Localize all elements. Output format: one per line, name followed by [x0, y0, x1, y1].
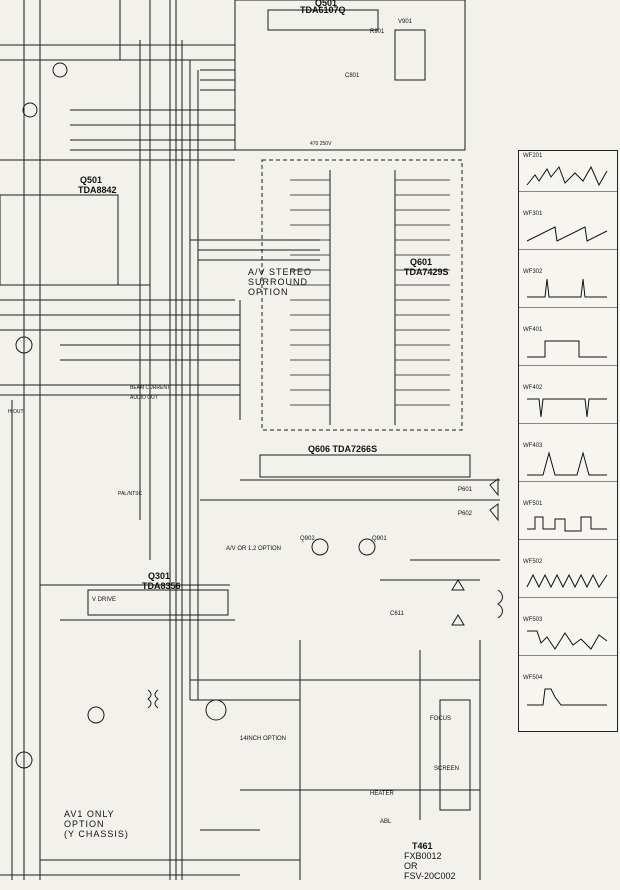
p601-label: P601: [458, 487, 473, 493]
waveform-wf504: WF504: [519, 673, 617, 713]
ic-label-q601: Q601: [410, 257, 433, 267]
surround-option-line2: SURROUND: [248, 277, 309, 287]
abl-label: ABL: [380, 819, 392, 825]
v901-label: V901: [398, 19, 413, 25]
waveform-label: WF403: [523, 443, 543, 449]
driver-transformer: [147, 689, 159, 709]
heater-label: HEATER: [370, 791, 394, 797]
screen-label: SCREEN: [434, 766, 460, 772]
t461-label: T461: [412, 841, 433, 851]
waveform-label: WF301: [523, 211, 543, 217]
waveform-label: WF302: [523, 269, 543, 275]
waveform-wf503: WF503: [519, 615, 617, 656]
ic-label-q606: Q606 TDA7266S: [308, 445, 377, 454]
waveform-trace: [527, 340, 607, 358]
h-out-transistor: [205, 699, 227, 721]
tda6107q-body: [267, 9, 379, 31]
ceramic-label: 470 250V: [310, 141, 332, 147]
t461-part-b: FSV-20C002: [404, 871, 456, 881]
h-out-label: H OUT: [8, 409, 24, 415]
waveform-wf501: WF501: [519, 499, 617, 540]
surround-option-boundary: [261, 159, 463, 431]
waveform-label: WF401: [523, 327, 543, 333]
waveform-wf502: WF502: [519, 557, 617, 598]
av-12-option-label: A/V OR 1,2 OPTION: [226, 546, 282, 552]
waveform-trace: [527, 516, 607, 532]
speaker-left: [489, 478, 499, 497]
waveform-label: WF201: [523, 153, 543, 159]
waveform-trace: [526, 573, 608, 589]
p602-label: P602: [458, 511, 473, 517]
v-drive-label: V DRIVE: [92, 597, 117, 603]
ic-label-q501-top: Q501: [315, 0, 338, 8]
av1-option-line3: (Y CHASSIS): [64, 829, 129, 839]
waveform-wf403: WF403: [519, 441, 617, 482]
surround-option-line3: OPTION: [248, 287, 289, 297]
pal-ntsc-label: PAL/NTSC: [118, 491, 143, 497]
waveform-trace: [527, 398, 607, 418]
waveform-trace: [526, 165, 608, 187]
av1-option-line2: OPTION: [64, 819, 105, 829]
t461-or: OR: [404, 861, 418, 871]
ic-label-q301: Q301: [148, 571, 171, 581]
waveform-label: WF503: [523, 617, 543, 623]
waveform-trace: [527, 688, 607, 706]
focus-label: FOCUS: [430, 716, 451, 722]
waveform-trace: [527, 451, 607, 476]
waveform-trace: [526, 226, 608, 242]
t461-part-a: FXB0012: [404, 851, 442, 861]
ic-part-tda8356: TDA8356: [142, 581, 181, 591]
q901-label: Q901: [372, 536, 387, 542]
waveform-label: WF402: [523, 385, 543, 391]
waveform-panel: WF201 WF301 WF302 WF401 WF402 WF403 WF50…: [518, 150, 618, 732]
surround-option-line1: A/V STEREO: [248, 267, 313, 277]
yoke-coil: [497, 589, 503, 619]
c801-label: C801: [345, 73, 360, 79]
av1-option-line1: AV1 ONLY: [64, 809, 115, 819]
crt-board-outline: [234, 0, 466, 151]
ic-part-tda6107q: TDA6107Q: [300, 5, 346, 15]
waveform-trace: [527, 278, 607, 298]
r901-label: R901: [370, 29, 385, 35]
ic-q606-ref: Q606: [308, 444, 331, 454]
q902-label: Q902: [300, 536, 315, 542]
ic-label-q501: Q501: [80, 175, 103, 185]
audio-out-label: AUDIO OUT: [130, 395, 158, 401]
inch14-option-label: 14INCH OPTION: [240, 736, 287, 742]
c611-label: C611: [390, 611, 404, 617]
waveform-wf302: WF302: [519, 267, 617, 308]
beam-current-label: BEAM CURRENT: [130, 385, 171, 391]
flyback-transformer: [439, 699, 471, 811]
ic-part-tda7429s: TDA7429S: [404, 267, 449, 277]
waveform-label: WF504: [523, 675, 543, 681]
waveform-label: WF501: [523, 501, 543, 507]
waveform-wf201: WF201: [519, 151, 617, 192]
ic-part-tda7266s: TDA7266S: [332, 444, 378, 454]
ic-part-tda8842: TDA8842: [78, 185, 117, 195]
speaker-right: [489, 503, 499, 522]
warning-triangle: [451, 579, 465, 591]
tda7266s-body: [259, 454, 471, 478]
waveform-wf402: WF402: [519, 383, 617, 424]
waveform-label: WF502: [523, 559, 543, 565]
tda8356-body: [87, 589, 229, 616]
waveform-wf401: WF401: [519, 325, 617, 366]
crt-socket: [394, 29, 426, 81]
waveform-trace: [527, 630, 608, 650]
waveform-wf301: WF301: [519, 209, 617, 250]
tda8842-body: [0, 194, 119, 286]
